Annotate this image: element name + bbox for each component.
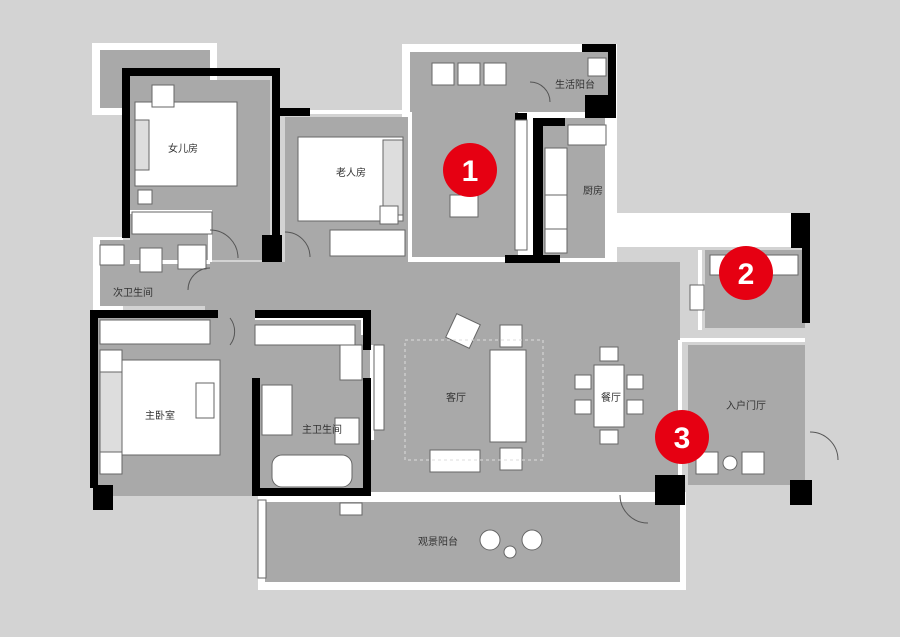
label-foyer: 入户门厅 [726, 399, 766, 412]
side-table-1 [499, 324, 523, 348]
view-balcony-floor [265, 500, 680, 582]
living-rug [404, 339, 544, 461]
study-chair-3 [483, 62, 507, 86]
second-bath-basin [177, 244, 207, 270]
tv-cabinet [429, 449, 481, 473]
master-bed-bench [195, 382, 215, 419]
marker-2: 2 [719, 246, 773, 300]
master-bath-toilet [334, 417, 360, 445]
tv-wall [373, 344, 385, 431]
marker-3-label: 3 [674, 422, 691, 455]
second-bath-toilet [139, 247, 163, 273]
balcony-table [503, 545, 517, 559]
study-desk [449, 194, 479, 218]
thick-walls [90, 44, 812, 510]
elder-wardrobe [329, 229, 406, 257]
master-wardrobe [99, 319, 211, 345]
label-master-bath: 主卫生间 [302, 423, 342, 436]
utility-sink [587, 57, 607, 77]
kitchen-stove [544, 194, 568, 230]
marker-1-label: 1 [462, 155, 479, 188]
master-bath-vanity [261, 384, 293, 436]
side-table-2 [499, 447, 523, 471]
study-chair-1 [431, 62, 455, 86]
foyer-stool [741, 451, 765, 475]
label-living: 客厅 [446, 391, 466, 404]
label-utility-balcony: 生活阳台 [555, 78, 595, 91]
balcony-chair-1 [479, 529, 501, 551]
study-shelf [514, 119, 528, 251]
daughter-wardrobe [131, 211, 213, 235]
label-daughter-room: 女儿房 [168, 142, 198, 155]
foyer-cabinet [695, 451, 719, 475]
label-view-balcony: 观景阳台 [418, 535, 458, 548]
study-chair-2 [457, 62, 481, 86]
furniture [99, 57, 799, 579]
label-elder-room: 老人房 [336, 166, 366, 179]
marker-1: 1 [443, 143, 497, 197]
label-dining: 餐厅 [601, 391, 621, 404]
marker-3: 3 [655, 410, 709, 464]
master-bath-tub [271, 454, 353, 488]
daughter-chair [151, 84, 175, 108]
dining-table [593, 364, 625, 428]
label-master-bed: 主卧室 [145, 409, 175, 422]
label-kitchen: 厨房 [583, 184, 603, 197]
door-swings [187, 81, 839, 524]
label-second-bath: 次卫生间 [113, 286, 153, 299]
room-labels: 女儿房 老人房 厨房 生活阳台 次卫生间 主卧室 主卫生间 客厅 餐厅 入户门厅… [113, 78, 766, 548]
marker-2-label: 2 [738, 258, 755, 291]
sofa [489, 349, 527, 443]
kitchen-sink [567, 124, 607, 146]
balcony-chair-2 [521, 529, 543, 551]
